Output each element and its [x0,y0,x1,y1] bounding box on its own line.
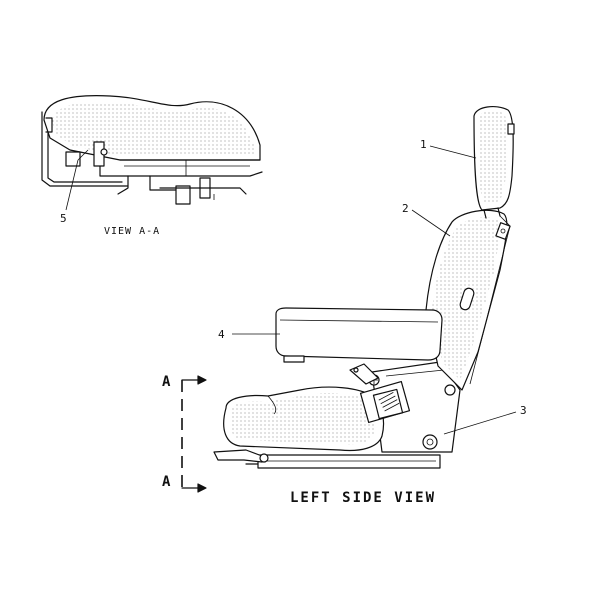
seat-assembly [213,106,515,469]
section-mark-top: A [162,374,171,390]
callout-1: 1 [420,138,427,151]
callout-2: 2 [402,202,409,215]
view-aa-detail [41,95,263,211]
armrest [275,307,443,361]
section-mark-bottom: A [162,474,171,490]
section-line [181,375,207,493]
recline-knob-icon [422,434,438,450]
left-side-view-caption: LEFT SIDE VIEW [290,490,436,506]
callout-4: 4 [218,328,225,341]
leader-3 [443,411,517,435]
fore-aft-lever [213,449,263,463]
nut-icon [65,151,81,167]
callout-3: 3 [520,404,527,417]
view-aa-caption: VIEW A-A [104,226,160,237]
leader-2 [411,209,451,237]
control-panel-icon [359,380,411,424]
callout-5: 5 [60,212,67,225]
leader-1 [429,145,477,159]
